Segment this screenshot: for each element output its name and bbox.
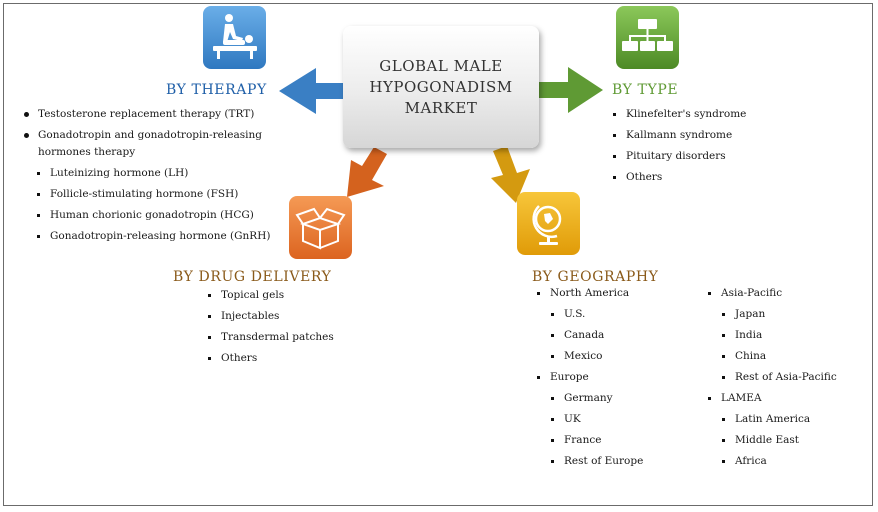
list-item: Pituitary disorders — [612, 146, 746, 167]
list-item: UK — [550, 409, 643, 430]
arrow-down-geo — [491, 146, 530, 203]
therapy-heading: BY THERAPY — [166, 82, 267, 98]
list-item: Mexico — [550, 346, 643, 367]
globe-icon — [517, 192, 580, 255]
list-item: Transdermal patches — [207, 327, 334, 348]
center-title-line3: MARKET — [404, 98, 478, 117]
list-item: Others — [207, 348, 334, 369]
org-chart-icon — [616, 6, 679, 69]
list-item: North America — [536, 283, 643, 304]
list-item: Rest of Europe — [550, 451, 643, 472]
list-item: Klinefelter's syndrome — [612, 104, 746, 125]
type-heading: BY TYPE — [612, 82, 679, 98]
list-item: Latin America — [721, 409, 837, 430]
type-list: Klinefelter's syndrome Kallmann syndrome… — [612, 104, 746, 188]
list-item: Others — [612, 167, 746, 188]
list-item: Testosterone replacement therapy (TRT) — [22, 104, 272, 125]
list-item: Kallmann syndrome — [612, 125, 746, 146]
list-item: Follicle-stimulating hormone (FSH) — [36, 184, 272, 205]
arrow-down-drug — [347, 147, 387, 197]
list-item: U.S. — [550, 304, 643, 325]
list-item: LAMEA — [707, 388, 837, 409]
list-item: India — [721, 325, 837, 346]
list-item: France — [550, 430, 643, 451]
center-title-line1: GLOBAL MALE — [379, 56, 503, 75]
center-title-line2: HYPOGONADISM — [369, 77, 513, 96]
list-item: Topical gels — [207, 285, 334, 306]
list-item: Gonadotropin and gonadotropin-releasing … — [22, 125, 272, 163]
therapy-list: Testosterone replacement therapy (TRT) G… — [22, 104, 272, 247]
drug-delivery-heading: BY DRUG DELIVERY — [173, 269, 332, 285]
center-title-box: GLOBAL MALE HYPOGONADISM MARKET — [343, 26, 539, 148]
list-item: Asia-Pacific — [707, 283, 837, 304]
list-item: Africa — [721, 451, 837, 472]
list-item: Human chorionic gonadotropin (HCG) — [36, 205, 272, 226]
diagram-frame — [3, 3, 873, 506]
arrow-left-therapy — [279, 68, 345, 114]
geography-heading: BY GEOGRAPHY — [532, 269, 659, 285]
list-item: Gonadotropin-releasing hormone (GnRH) — [36, 226, 272, 247]
open-box-icon — [289, 196, 352, 259]
physiotherapy-icon — [203, 6, 266, 69]
list-item: China — [721, 346, 837, 367]
list-item: Rest of Asia-Pacific — [721, 367, 837, 388]
list-item: Injectables — [207, 306, 334, 327]
list-item: Canada — [550, 325, 643, 346]
list-item: Middle East — [721, 430, 837, 451]
arrow-right-type — [539, 67, 603, 113]
drug-delivery-list: Topical gels Injectables Transdermal pat… — [207, 285, 334, 369]
list-item: Luteinizing hormone (LH) — [36, 163, 272, 184]
list-item: Japan — [721, 304, 837, 325]
list-item: Germany — [550, 388, 643, 409]
list-item: Europe — [536, 367, 643, 388]
